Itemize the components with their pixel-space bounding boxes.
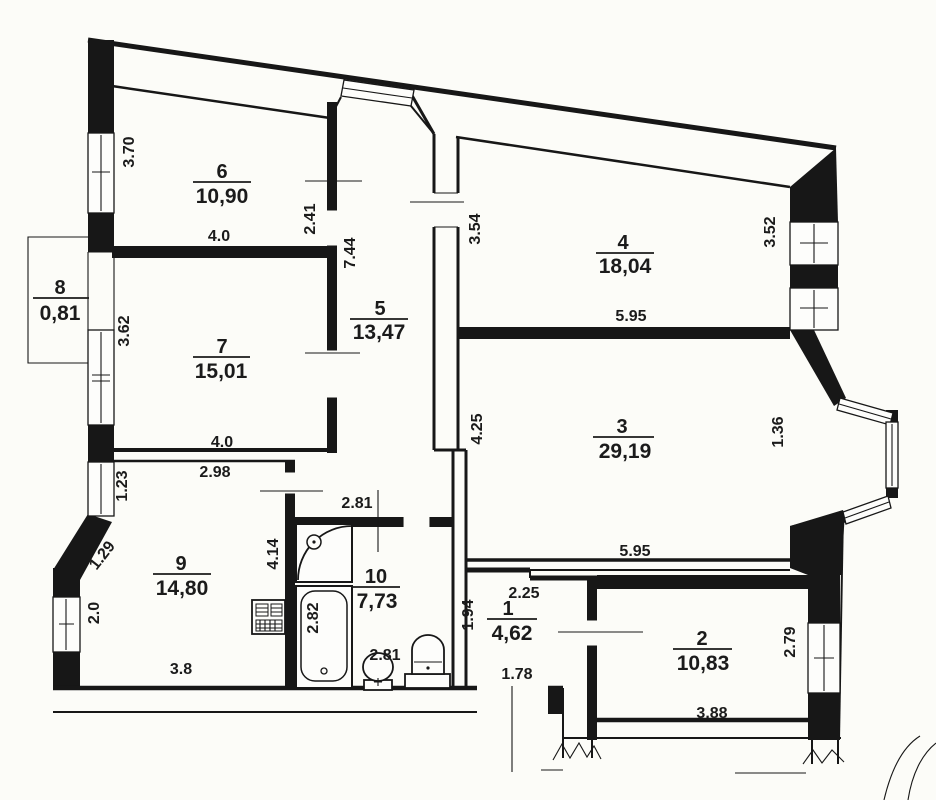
dim-3-52: 3.52	[762, 216, 779, 247]
room-7-number: 7	[216, 336, 227, 358]
room-labels: 6 10,90 7 15,01 5 13,47 8 0,81 4 18,04 3…	[33, 161, 732, 675]
dim-2-0: 2.0	[86, 602, 103, 624]
room-3-area: 29,19	[599, 440, 652, 463]
room-6-area: 10,90	[196, 185, 249, 208]
dim-3-8: 3.8	[170, 661, 192, 678]
dim-1-78: 1.78	[501, 666, 532, 683]
dim-7-44: 7.44	[342, 237, 359, 268]
dim-5-95-room3: 5.95	[619, 543, 650, 560]
bay-window-right	[885, 421, 899, 489]
room-4-number: 4	[617, 232, 629, 254]
scan-artifact-curves	[883, 735, 936, 800]
room-7-area: 15,01	[195, 360, 248, 383]
dim-3-88: 3.88	[696, 705, 727, 722]
dim-4-0-room7: 4.0	[211, 434, 233, 451]
windows	[52, 79, 899, 694]
dim-2-82: 2.82	[305, 602, 322, 633]
dim-5-95-room4: 5.95	[615, 308, 646, 325]
window-left-20	[52, 596, 81, 653]
window-top	[340, 79, 415, 107]
dim-3-70: 3.70	[121, 136, 138, 167]
dim-1-23: 1.23	[114, 470, 131, 501]
room-5-area: 13,47	[353, 321, 406, 344]
window-right-lower	[789, 287, 839, 331]
dimension-labels: 3.70 4.0 2.41 7.44 3.62 4.0 2.98 3.54 3.…	[86, 136, 799, 722]
corner-shower-icon	[295, 523, 353, 583]
dim-2-98: 2.98	[199, 464, 230, 481]
dim-3-54: 3.54	[467, 213, 484, 244]
dim-2-81-hall: 2.81	[341, 495, 372, 512]
window-right-upper	[789, 221, 839, 266]
room-1-number: 1	[502, 598, 513, 620]
dim-4-14: 4.14	[265, 538, 282, 569]
balcony-outline	[27, 236, 88, 364]
dim-2-81-bath: 2.81	[369, 647, 400, 664]
window-left-123	[87, 461, 115, 517]
room-8-number: 8	[54, 277, 65, 299]
dimension-ticks	[260, 180, 643, 772]
room-3-number: 3	[616, 416, 627, 438]
bay-window-top	[836, 397, 894, 426]
fixtures	[251, 523, 451, 691]
interior-walls	[112, 91, 808, 740]
dim-4-0-room6: 4.0	[208, 228, 230, 245]
window-left-362	[87, 329, 115, 426]
bathtub-icon	[295, 585, 353, 689]
window-room2	[807, 622, 841, 694]
dim-1-94: 1.94	[460, 599, 477, 630]
dim-2-79: 2.79	[782, 626, 799, 657]
dim-3-62: 3.62	[116, 315, 133, 346]
room-8-area: 0,81	[40, 302, 81, 325]
room-5-number: 5	[374, 298, 385, 320]
room-2-number: 2	[696, 628, 707, 650]
bay-window-bottom	[842, 495, 892, 525]
room-2-area: 10,83	[677, 652, 730, 675]
room-10-area: 7,73	[357, 590, 398, 613]
room-10-number: 10	[365, 566, 387, 588]
dim-1-36: 1.36	[770, 416, 787, 447]
room-6-number: 6	[216, 161, 227, 183]
dim-4-25: 4.25	[469, 413, 486, 444]
dim-2-41: 2.41	[302, 203, 319, 234]
window-left-370	[87, 132, 115, 214]
room-9-number: 9	[175, 553, 186, 575]
room-4-area: 18,04	[599, 255, 652, 278]
room-9-area: 14,80	[156, 577, 209, 600]
room-1-area: 4,62	[492, 622, 533, 645]
sink-icon	[404, 634, 451, 689]
kitchen-stove-icon	[251, 599, 286, 635]
toilet-icon	[362, 652, 394, 691]
dim-2-25: 2.25	[508, 585, 539, 602]
